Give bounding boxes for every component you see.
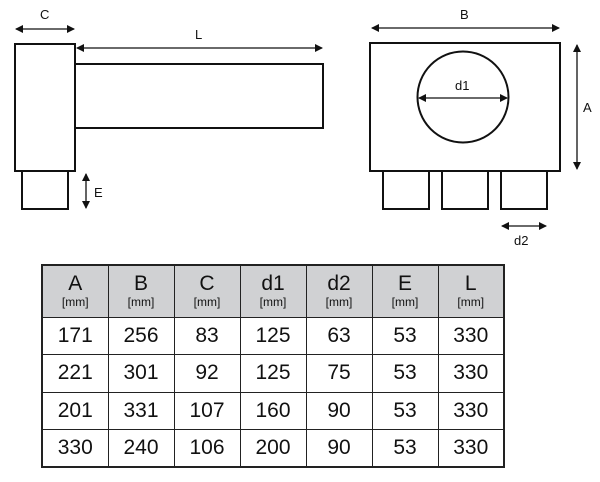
- dim-e-label: E: [94, 185, 103, 200]
- front-view-stub-2: [441, 170, 489, 210]
- table-cell: 160: [239, 391, 307, 430]
- table-cell: 201: [41, 391, 109, 430]
- table-row: 201 331 107 160 90 53 330: [41, 391, 505, 430]
- table-cell: 53: [371, 354, 439, 393]
- front-view: [369, 42, 561, 210]
- table-cell: 331: [107, 391, 175, 430]
- front-view-stub-1: [382, 170, 430, 210]
- table-cell: 63: [305, 316, 373, 355]
- header-label: E: [397, 272, 412, 296]
- header-label: B: [133, 272, 148, 296]
- header-a: A[mm]: [41, 264, 109, 318]
- table-row: 221 301 92 125 75 53 330: [41, 354, 505, 393]
- header-unit: [mm]: [127, 295, 155, 310]
- header-e: E[mm]: [371, 264, 439, 318]
- table-cell: 330: [41, 429, 109, 468]
- header-label: L: [464, 272, 477, 296]
- table-cell: 53: [371, 316, 439, 355]
- table-cell: 330: [437, 429, 505, 468]
- table-cell: 53: [371, 391, 439, 430]
- table-row: 171 256 83 125 63 53 330: [41, 316, 505, 355]
- header-unit: [mm]: [259, 295, 287, 310]
- header-label: d2: [327, 272, 351, 296]
- table-row: 330 240 106 200 90 53 330: [41, 429, 505, 468]
- table-cell: 106: [173, 429, 241, 468]
- header-c: C[mm]: [173, 264, 241, 318]
- header-unit: [mm]: [325, 295, 353, 310]
- side-view-box: [14, 43, 76, 172]
- side-view-stub: [21, 170, 69, 210]
- table-cell: 125: [239, 316, 307, 355]
- table-cell: 330: [437, 391, 505, 430]
- header-unit: [mm]: [391, 295, 419, 310]
- dim-c-label: C: [40, 7, 49, 22]
- dim-b-label: B: [460, 7, 469, 22]
- table-cell: 301: [107, 354, 175, 393]
- table-cell: 171: [41, 316, 109, 355]
- header-unit: [mm]: [457, 295, 485, 310]
- table-cell: 240: [107, 429, 175, 468]
- table-cell: 107: [173, 391, 241, 430]
- technical-drawing: C L E B A d1 d2: [14, 7, 592, 248]
- front-view-stub-3: [500, 170, 548, 210]
- header-d2: d2[mm]: [305, 264, 373, 318]
- side-view-pipe: [74, 63, 324, 129]
- header-unit: [mm]: [193, 295, 221, 310]
- table-cell: 330: [437, 354, 505, 393]
- header-label: A: [68, 272, 83, 296]
- header-label: C: [199, 272, 215, 296]
- table-cell: 221: [41, 354, 109, 393]
- dim-l-label: L: [195, 27, 202, 42]
- table-cell: 330: [437, 316, 505, 355]
- dim-d2-label: d2: [514, 233, 528, 248]
- header-label: d1: [261, 272, 285, 296]
- header-l: L[mm]: [437, 264, 505, 318]
- dim-a-label: A: [583, 100, 592, 115]
- dim-d1-label: d1: [455, 78, 469, 93]
- table-cell: 90: [305, 429, 373, 468]
- table-cell: 83: [173, 316, 241, 355]
- dimensions-table: A[mm] B[mm] C[mm] d1[mm] d2[mm] E[mm] L[…: [41, 264, 505, 468]
- table-cell: 92: [173, 354, 241, 393]
- table-cell: 53: [371, 429, 439, 468]
- table-cell: 256: [107, 316, 175, 355]
- side-view: [14, 43, 324, 210]
- table-cell: 125: [239, 354, 307, 393]
- front-view-circle: [416, 50, 510, 144]
- header-b: B[mm]: [107, 264, 175, 318]
- header-d1: d1[mm]: [239, 264, 307, 318]
- front-view-box: [369, 42, 561, 172]
- header-unit: [mm]: [61, 295, 89, 310]
- table-cell: 75: [305, 354, 373, 393]
- table-header-row: A[mm] B[mm] C[mm] d1[mm] d2[mm] E[mm] L[…: [41, 264, 505, 318]
- table-cell: 90: [305, 391, 373, 430]
- table-cell: 200: [239, 429, 307, 468]
